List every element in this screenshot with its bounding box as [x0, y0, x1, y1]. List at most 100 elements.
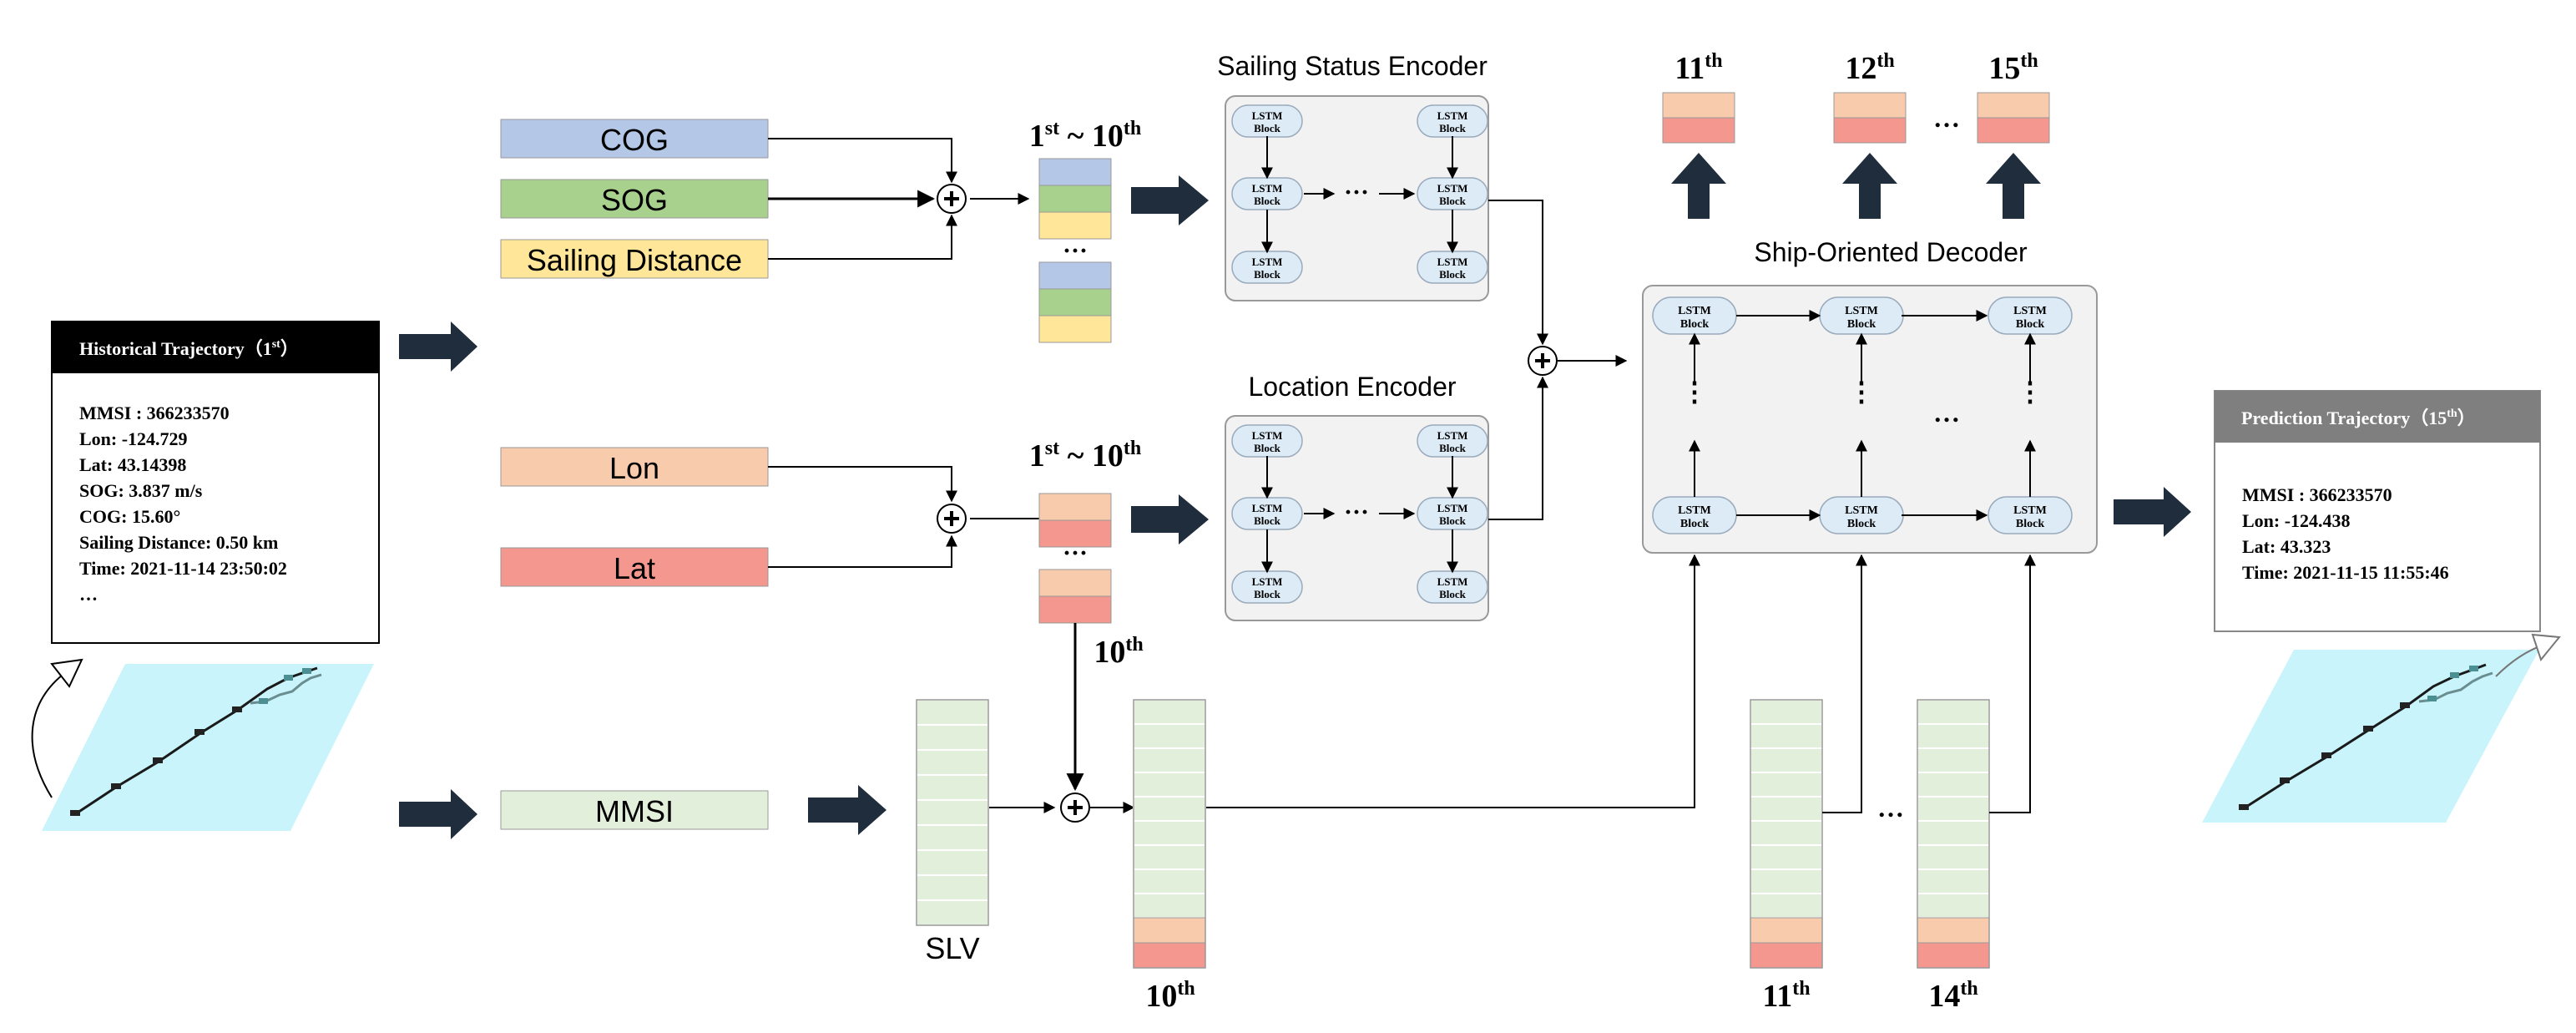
ship-marker — [2321, 752, 2331, 758]
column-cell — [1750, 942, 1823, 969]
combined-column-11th — [1750, 699, 1823, 969]
ship-marker — [2239, 804, 2249, 810]
location-encoder — [1225, 415, 1489, 621]
column-cell — [916, 899, 989, 926]
column-cell — [1133, 893, 1206, 919]
lstm-block-label: LSTM — [2013, 504, 2047, 517]
ship-oriented-decoder — [1642, 285, 2098, 554]
column-cell — [1133, 796, 1206, 822]
ship-marker — [70, 810, 80, 816]
stack-ellipsis: ··· — [1063, 237, 1088, 265]
vertical-ellipsis: ⋮ — [1681, 377, 1708, 407]
location-encoder-arrows — [1261, 456, 1458, 574]
column-cell — [1133, 820, 1206, 846]
block-arrow-mmsi-to-slv — [808, 785, 886, 835]
column-cell — [916, 824, 989, 851]
historical-title: Historical Trajectory（1st） — [79, 338, 299, 359]
decoder-blocks: LSTMBlockLSTMBlockLSTMBlockLSTMBlockLSTM… — [1652, 296, 2073, 534]
location-encoder-title: Location Encoder — [1248, 372, 1456, 402]
plus-node-location — [937, 504, 967, 534]
slv-label: SLV — [925, 931, 979, 965]
encoder-ellipsis: ··· — [1344, 179, 1369, 206]
column-cell — [1917, 747, 1990, 773]
lstm-block-label: LSTM — [1437, 256, 1468, 268]
column-cell — [1133, 723, 1206, 749]
decoder-title: Ship-Oriented Decoder — [1754, 237, 2028, 267]
ship-marker — [153, 757, 163, 763]
column-cell — [1917, 820, 1990, 846]
lstm-block-label: LSTM — [2013, 305, 2047, 317]
column-cell — [1917, 942, 1990, 969]
location-encoder-blocks: LSTMBlockLSTMBlockLSTMBlockLSTMBlockLSTM… — [1231, 424, 1488, 604]
detail-line: SOG: 3.837 m/s — [79, 480, 203, 501]
column-cell — [1750, 820, 1823, 846]
sailing-status-encoder — [1225, 95, 1489, 301]
mmsi-bar — [500, 790, 769, 830]
column-cell — [916, 699, 989, 726]
output-step-15: 15th — [1977, 50, 2050, 219]
sailing-encoder-arrows — [1261, 136, 1458, 254]
lstm-block-label: LSTM — [1437, 502, 1468, 514]
ship-marker — [232, 706, 242, 712]
curved-return-arrow — [31, 674, 63, 798]
sailing-distance-label: Sailing Distance — [527, 243, 742, 277]
lstm-block-label: LSTM — [1252, 502, 1283, 514]
lstm-block-label: Block — [1254, 514, 1281, 527]
lstm-block-label: LSTM — [1252, 429, 1283, 442]
lstm-block-label: Block — [1439, 268, 1467, 281]
lstm-block-label: LSTM — [1678, 504, 1711, 517]
label-14th-bottom: 14th — [1928, 978, 1977, 1014]
lstm-block-label: LSTM — [1437, 109, 1468, 122]
column-cell — [916, 799, 989, 826]
lstm-block-label: LSTM — [1845, 305, 1878, 317]
prediction-trajectory-card: Prediction Trajectory（15th） MMSI : 36623… — [2214, 390, 2541, 632]
lstm-block-label: Block — [1254, 588, 1281, 600]
label-15th: 15th — [1988, 50, 2038, 86]
vertical-ellipsis: ⋮ — [1848, 377, 1875, 407]
encoder-ellipsis: ··· — [1344, 499, 1369, 526]
lstm-block-label: LSTM — [1437, 182, 1468, 195]
column-cell — [1133, 942, 1206, 969]
location-sequence-stack: ··· — [1038, 493, 1112, 624]
lstm-block-label: LSTM — [1252, 256, 1283, 268]
ship-marker — [2280, 777, 2290, 783]
historical-map-plane — [42, 664, 374, 831]
lat-label: Lat — [614, 551, 655, 585]
sailing-range-label: 1st ~ 10th — [1029, 118, 1141, 154]
column-cell — [1750, 917, 1823, 944]
column-cell — [916, 849, 989, 876]
plus-node-sailing — [937, 184, 967, 214]
detail-line: … — [79, 584, 98, 605]
detail-line: COG: 15.60° — [79, 506, 180, 527]
lstm-block-label: LSTM — [1252, 182, 1283, 195]
ship-marker — [259, 698, 268, 704]
column-cell — [1917, 772, 1990, 798]
column-cell — [1917, 868, 1990, 894]
column-cell — [1750, 772, 1823, 798]
cog-label: COG — [600, 123, 669, 157]
column-cell — [916, 749, 989, 776]
column-cell — [1750, 844, 1823, 870]
detail-line: Time: 2021-11-14 23:50:02 — [79, 558, 287, 579]
block-arrow-top — [399, 322, 477, 372]
label-10th-mid: 10th — [1094, 634, 1143, 670]
decoder-ellipsis: … — [1933, 398, 1960, 428]
block-arrow-bottom — [399, 789, 477, 839]
lstm-block-label: Block — [1439, 514, 1467, 527]
prediction-title: Prediction Trajectory（15th） — [2241, 408, 2476, 428]
ship-marker — [194, 729, 205, 735]
label-11th: 11th — [1674, 50, 1722, 86]
column-cell — [1750, 699, 1823, 725]
column-ellipsis: … — [1877, 792, 1904, 823]
plus-node-mmsi — [1060, 792, 1090, 823]
